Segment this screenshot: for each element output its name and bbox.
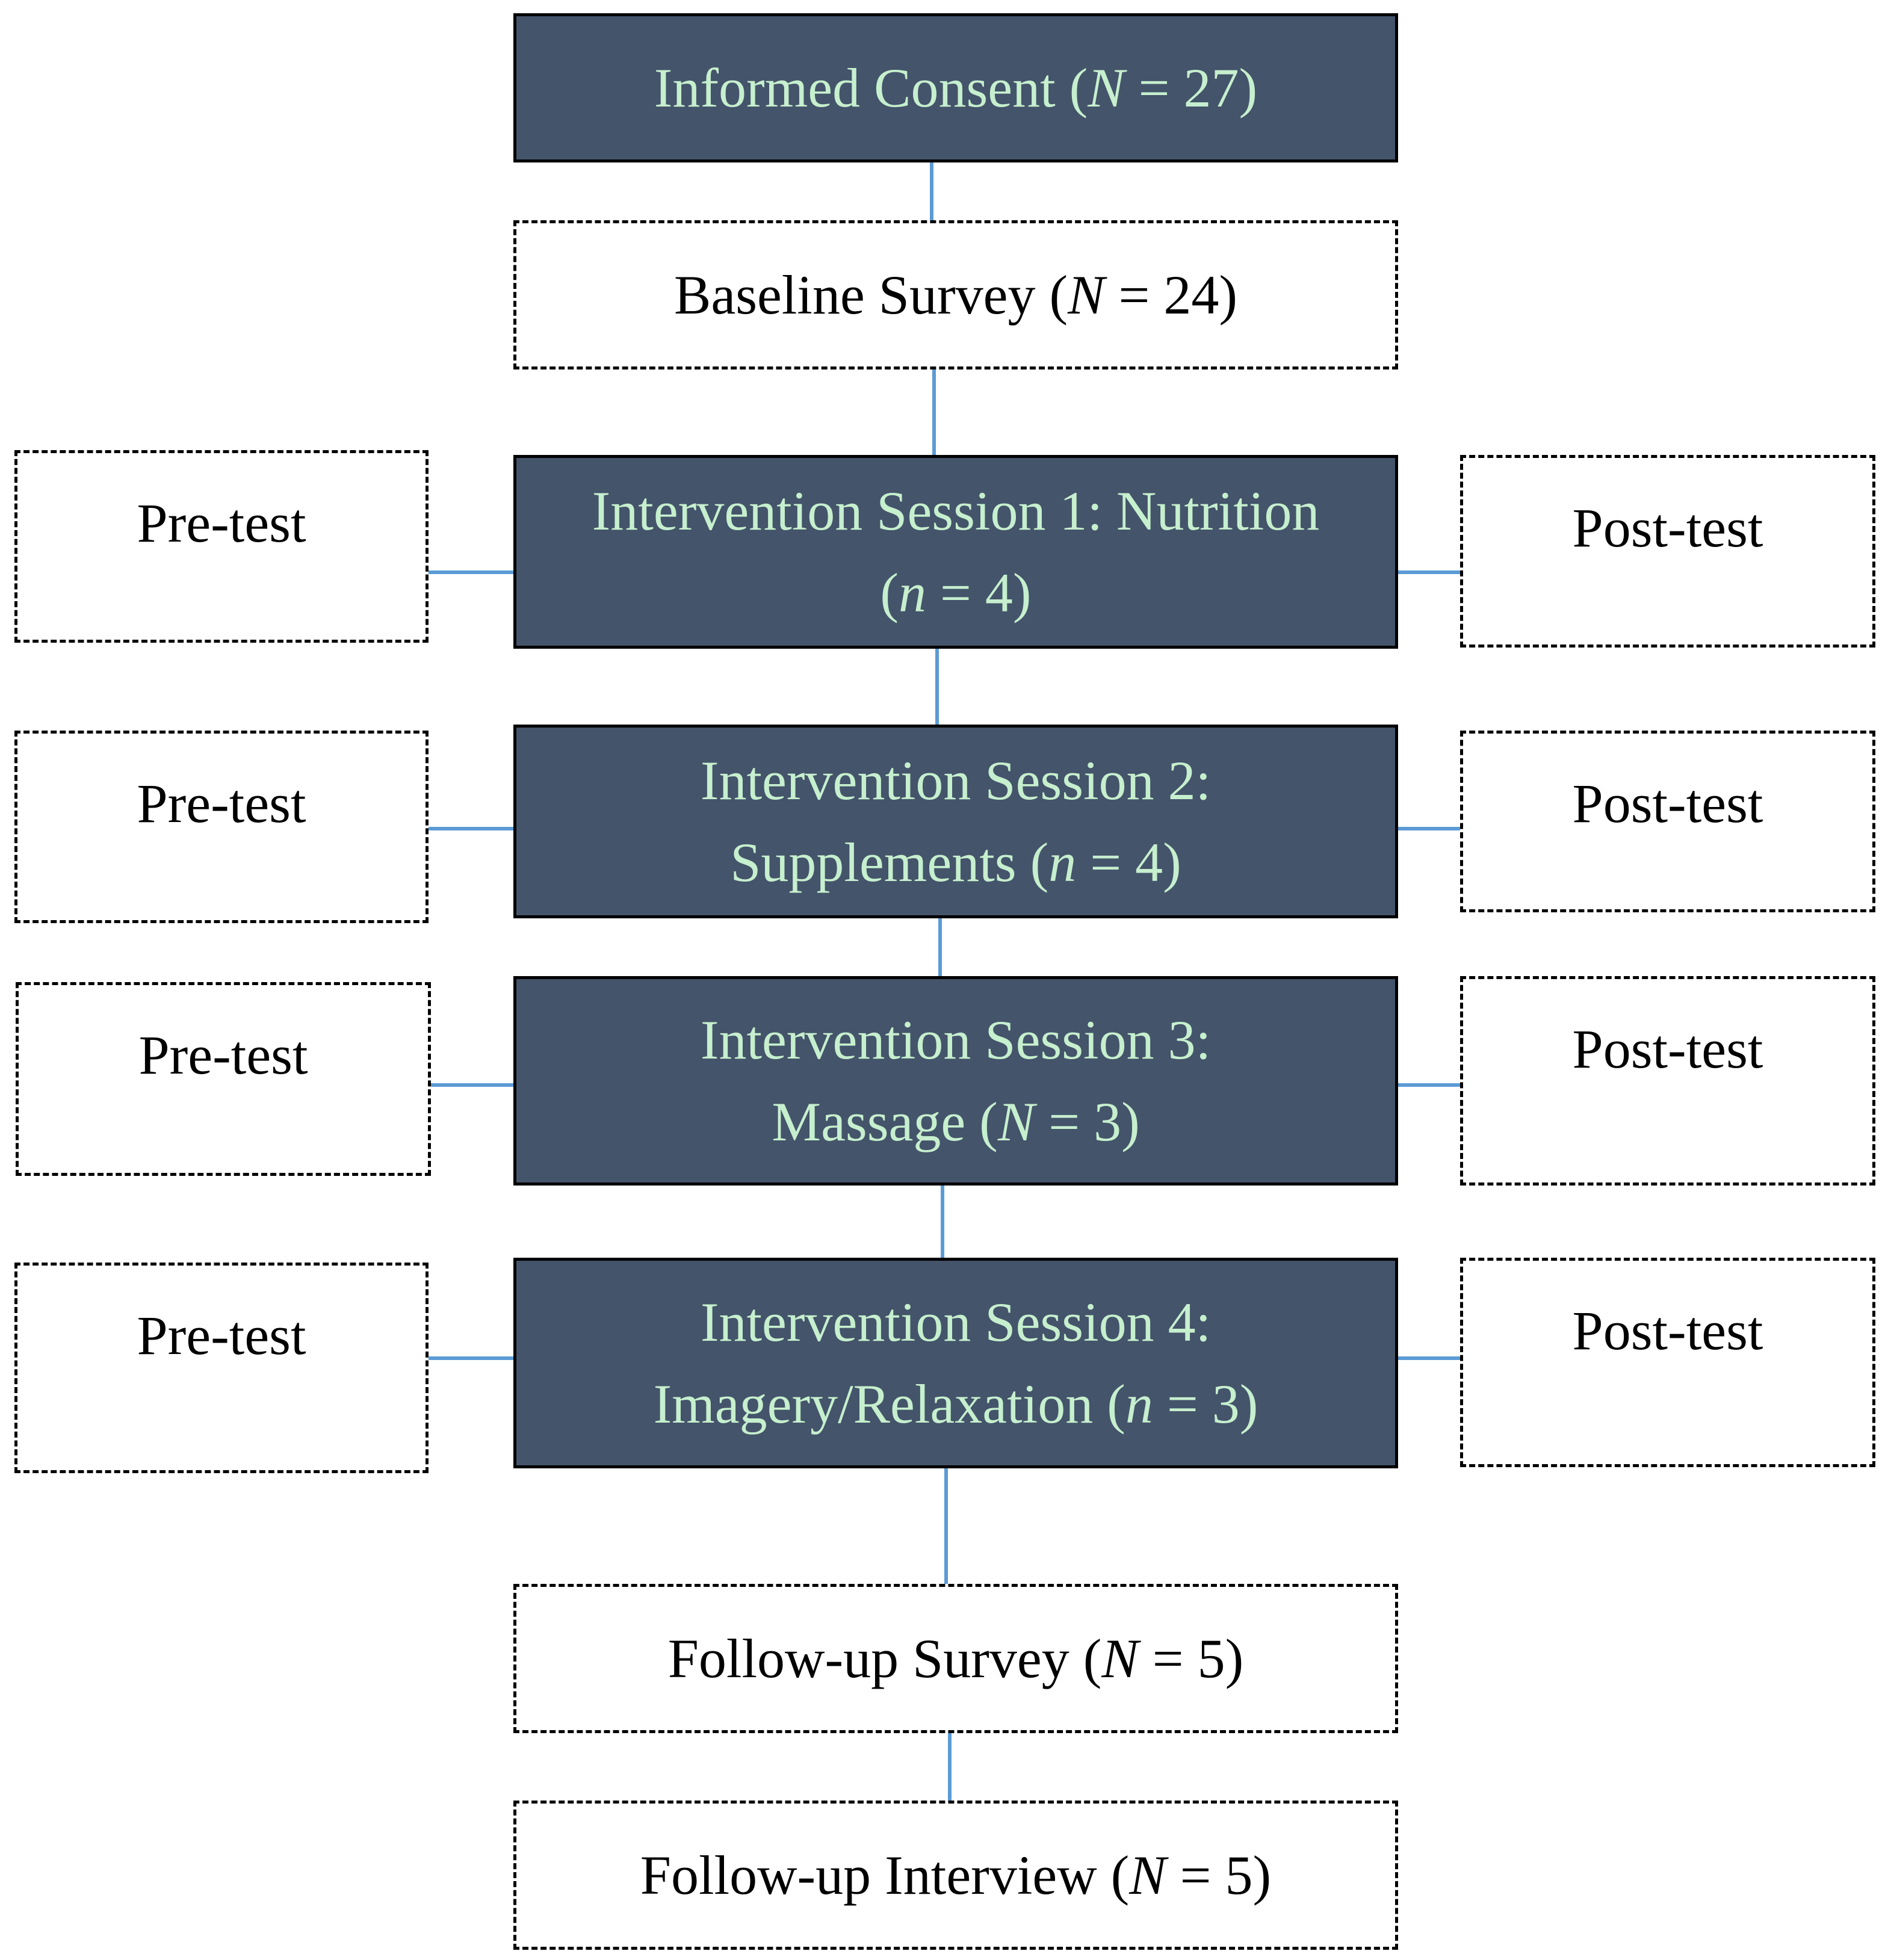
connector-session1-posttest	[1396, 570, 1461, 574]
posttest-label: Post-test	[1572, 1018, 1763, 1080]
connector-session3-session4	[941, 1184, 944, 1259]
posttest-box-2: Post-test	[1460, 731, 1875, 912]
followup-interview-text: Follow-up Interview (N = 5)	[640, 1844, 1272, 1906]
connector-session2-session3	[938, 918, 942, 978]
connector-session4-followup-survey	[944, 1468, 948, 1585]
pretest-box-4: Pre-test	[14, 1263, 429, 1473]
session-2-count: Supplements (n = 4)	[730, 832, 1181, 893]
followup-survey-text: Follow-up Survey (N = 5)	[667, 1628, 1244, 1689]
connector-baseline-session1	[932, 367, 936, 456]
pretest-label: Pre-test	[138, 1024, 308, 1086]
session-1-count: (n = 4)	[880, 562, 1032, 623]
intervention-session-1-box: Intervention Session 1: Nutrition (n = 4…	[513, 455, 1398, 649]
posttest-label: Post-test	[1572, 497, 1763, 558]
connector-session3-posttest	[1396, 1083, 1461, 1087]
session-3-count: Massage (N = 3)	[772, 1091, 1140, 1152]
session-3-title: Intervention Session 3:	[700, 1009, 1212, 1071]
pretest-box-2: Pre-test	[14, 731, 429, 923]
informed-consent-text: Informed Consent (N = 27)	[654, 57, 1258, 119]
connector-pretest-session4	[427, 1356, 515, 1360]
session-4-count: Imagery/Relaxation (n = 3)	[653, 1373, 1258, 1435]
pretest-label: Pre-test	[137, 1305, 306, 1366]
pretest-box-1: Pre-test	[14, 450, 429, 643]
posttest-label: Post-test	[1572, 773, 1763, 834]
pretest-label: Pre-test	[137, 773, 306, 834]
session-2-title: Intervention Session 2:	[700, 750, 1212, 811]
posttest-box-4: Post-test	[1460, 1258, 1875, 1467]
connector-session1-session2	[935, 649, 939, 727]
posttest-box-3: Post-test	[1460, 976, 1875, 1186]
posttest-label: Post-test	[1572, 1300, 1763, 1361]
followup-survey-box: Follow-up Survey (N = 5)	[513, 1584, 1398, 1733]
connector-pretest-session1	[427, 570, 515, 574]
pretest-label: Pre-test	[137, 492, 306, 554]
informed-consent-box: Informed Consent (N = 27)	[513, 13, 1398, 162]
connector-session4-posttest	[1396, 1356, 1461, 1360]
session-1-title: Intervention Session 1: Nutrition	[592, 480, 1320, 542]
connector-pretest-session3	[429, 1083, 515, 1087]
intervention-session-4-box: Intervention Session 4: Imagery/Relaxati…	[513, 1258, 1398, 1468]
intervention-session-2-box: Intervention Session 2: Supplements (n =…	[513, 725, 1398, 918]
baseline-survey-text: Baseline Survey (N = 24)	[674, 264, 1237, 326]
connector-pretest-session2	[427, 827, 515, 830]
connector-followup-survey-interview	[948, 1732, 952, 1803]
posttest-box-1: Post-test	[1460, 455, 1875, 648]
baseline-survey-box: Baseline Survey (N = 24)	[513, 220, 1398, 369]
session-4-title: Intervention Session 4:	[700, 1291, 1212, 1353]
pretest-box-3: Pre-test	[16, 982, 431, 1176]
followup-interview-box: Follow-up Interview (N = 5)	[513, 1801, 1398, 1950]
connector-consent-baseline	[930, 161, 933, 220]
intervention-session-3-box: Intervention Session 3: Massage (N = 3)	[513, 976, 1398, 1186]
connector-session2-posttest	[1396, 827, 1461, 830]
